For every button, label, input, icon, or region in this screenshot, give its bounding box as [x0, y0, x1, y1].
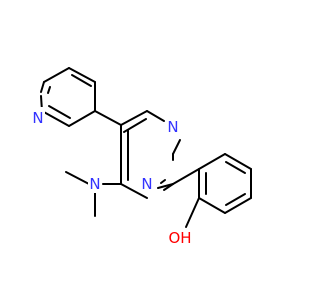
atom-n-pyridine: N	[31, 107, 45, 127]
atom-hydroxyl: OH	[168, 229, 192, 247]
atom-n-dimethylamino: N	[88, 175, 102, 193]
atom-label-hydroxyl: OH	[168, 229, 191, 247]
atom-n-pyrimidine-3: N	[140, 175, 154, 193]
biaryl-bond-pyrimidine-phenol	[172, 168, 200, 185]
dimethylamino-group	[65, 171, 122, 217]
molecule-structure-diagram: N N N N OH	[31, 67, 252, 247]
atom-n-pyrimidine-1: N	[166, 118, 180, 136]
pyrimidine-ring	[120, 110, 181, 199]
atom-label-n-pyrimidine-1: N	[167, 118, 178, 136]
hydroxyl-bond	[185, 197, 200, 228]
atom-label-n-pyridine: N	[32, 109, 43, 127]
atom-label-n-pyrimidine-3: N	[141, 175, 152, 193]
phenol-ring	[198, 153, 252, 214]
atom-label-n-dimethylamino: N	[89, 175, 100, 193]
biaryl-bond-pyridine-pyrimidine	[94, 110, 122, 126]
pyridine-ring	[40, 67, 96, 127]
